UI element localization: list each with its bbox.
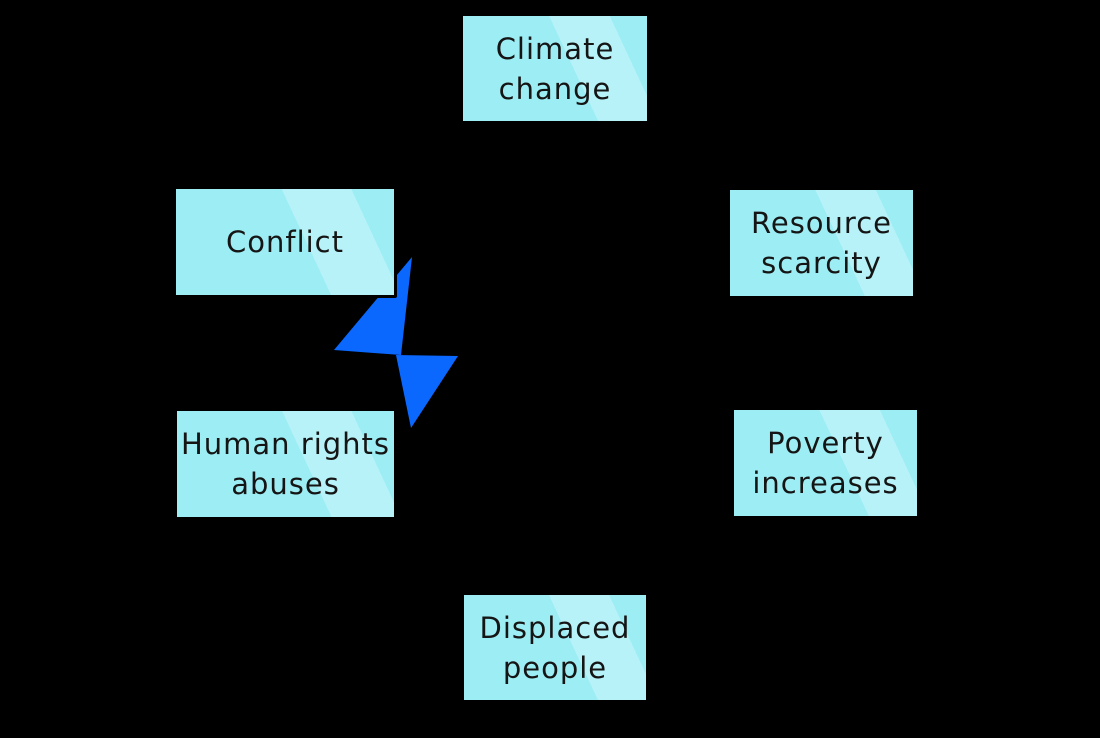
node-label: Displaced	[479, 610, 631, 645]
node-label: increases	[752, 466, 899, 500]
node-label: Resource	[751, 206, 892, 240]
node-label: scarcity	[761, 246, 882, 280]
node-poverty-increases: Poverty increases	[731, 407, 920, 519]
node-conflict: Conflict	[173, 186, 397, 298]
node-label: Conflict	[225, 225, 344, 259]
node-human-rights-abuses: Human rights abuses	[174, 408, 397, 520]
lightning-bolt-lower-half	[396, 355, 458, 428]
node-label: Climate	[495, 31, 615, 66]
node-label: change	[498, 71, 612, 106]
node-resource-scarcity: Resource scarcity	[727, 187, 916, 299]
node-climate-change: Climate change	[460, 13, 650, 124]
node-label: people	[502, 650, 608, 685]
node-label: Human rights	[180, 427, 391, 461]
node-label: Poverty	[767, 426, 884, 460]
node-displaced-people: Displaced people	[461, 592, 649, 703]
node-label: abuses	[231, 467, 340, 501]
